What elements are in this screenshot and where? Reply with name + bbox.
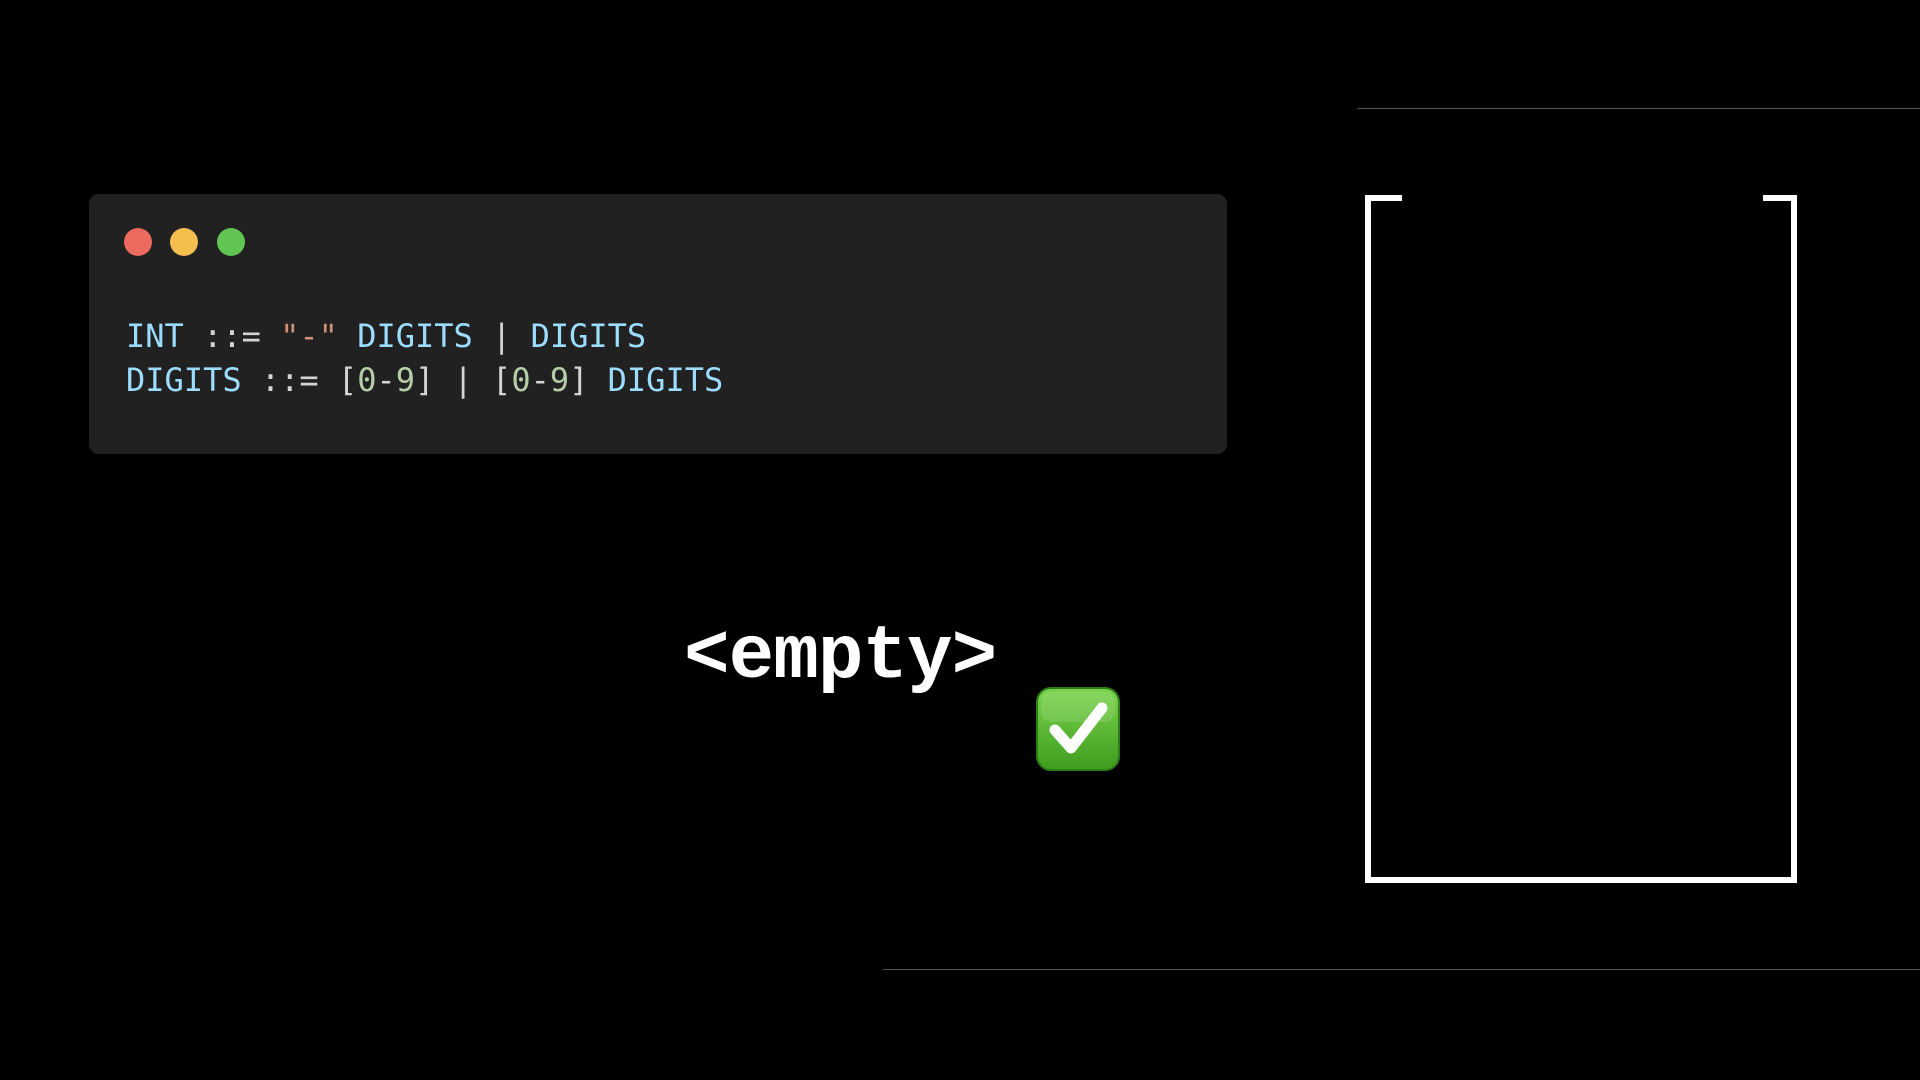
maximize-window-dot-icon [217,228,245,256]
code-token-operator: | [472,317,531,355]
code-token-operator: ::= [183,317,281,355]
code-token-operator [588,361,607,399]
code-token-identifier: INT [126,317,184,355]
code-token-identifier: DIGITS [126,361,242,399]
code-line: DIGITS ::= [0-9] | [0-9] DIGITS [126,358,723,402]
code-token-bracket: [ [492,361,512,399]
code-token-number: 9 [395,361,415,399]
code-token-operator: ::= [241,361,338,399]
minimize-window-dot-icon [170,228,198,256]
close-window-dot-icon [124,228,152,256]
code-line: INT ::= "-" DIGITS | DIGITS [126,314,723,358]
code-token-identifier: DIGITS [607,361,724,399]
bottom-divider-line [883,969,1920,970]
code-token-operator: - [376,361,396,399]
input-string-label: <empty> [684,614,997,700]
code-token-number: 0 [511,361,531,399]
code-token-number: 9 [549,361,570,399]
code-token-string: "-" [280,317,338,355]
code-token-identifier: DIGITS [357,317,473,355]
code-token-operator: | [434,361,493,399]
code-token-bracket: ] [569,361,589,399]
check-mark-button-icon [1036,687,1120,771]
code-token-bracket: ] [414,361,435,399]
top-divider-line [1357,108,1920,109]
stack-frame [1365,195,1797,883]
code-token-number: 0 [357,361,377,399]
code-token-operator: - [530,361,550,399]
code-token-bracket: [ [337,361,358,399]
code-token-operator [338,317,357,355]
code-token-identifier: DIGITS [530,317,647,355]
